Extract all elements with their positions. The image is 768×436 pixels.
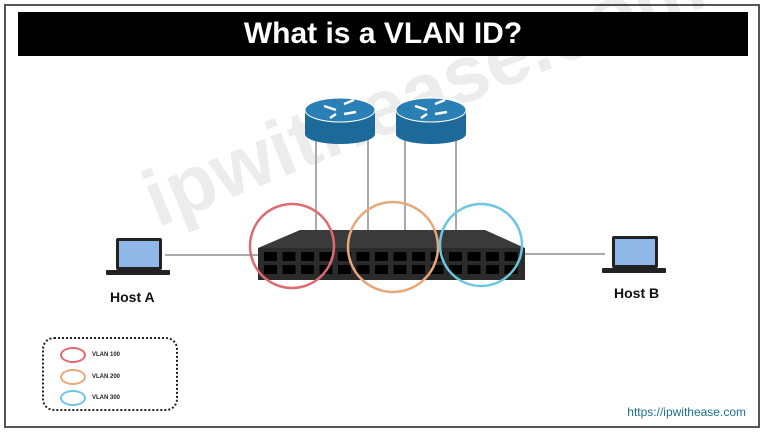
switch-port bbox=[449, 252, 462, 261]
switch-port bbox=[430, 265, 444, 274]
vlan-300-circle bbox=[438, 202, 524, 288]
laptop-host-b bbox=[602, 236, 666, 273]
vlan-200-circle bbox=[346, 200, 440, 294]
router-1 bbox=[304, 97, 376, 144]
vlan-circles bbox=[248, 200, 524, 294]
switch-port bbox=[412, 265, 425, 274]
red-ring-icon bbox=[60, 347, 86, 363]
switch-port bbox=[504, 252, 518, 261]
switch-port bbox=[486, 265, 499, 274]
switch-port bbox=[264, 252, 277, 261]
switch-port bbox=[393, 265, 407, 274]
laptop-host-a bbox=[106, 238, 170, 275]
legend-item-vlan-100: VLAN 100 bbox=[60, 347, 120, 363]
switch-port bbox=[467, 265, 481, 274]
switch-port bbox=[338, 265, 351, 274]
switch-port bbox=[486, 252, 499, 261]
legend-label: VLAN 300 bbox=[92, 395, 121, 401]
switch bbox=[258, 230, 525, 280]
switch-port bbox=[319, 252, 333, 261]
switch-port bbox=[301, 252, 314, 261]
switch-port bbox=[356, 252, 370, 261]
legend-label: VLAN 100 bbox=[92, 352, 121, 358]
blue-ring-icon bbox=[60, 390, 86, 406]
legend-label: VLAN 200 bbox=[92, 374, 121, 380]
legend: VLAN 100 VLAN 200 VLAN 300 bbox=[42, 337, 178, 411]
switch-port bbox=[338, 252, 351, 261]
switch-port bbox=[282, 252, 296, 261]
switch-port bbox=[264, 265, 277, 274]
host-b-label: Host B bbox=[614, 285, 660, 301]
switch-port bbox=[375, 252, 388, 261]
switch-port bbox=[467, 252, 481, 261]
switch-port bbox=[356, 265, 370, 274]
frame-border bbox=[4, 4, 760, 428]
host-a-label: Host A bbox=[110, 289, 155, 305]
switch-port bbox=[393, 252, 407, 261]
page-title: What is a VLAN ID? bbox=[18, 12, 748, 56]
switch-port bbox=[375, 265, 388, 274]
switch-port bbox=[412, 252, 425, 261]
orange-ring-icon bbox=[60, 369, 86, 385]
router-2 bbox=[395, 97, 467, 144]
legend-item-vlan-300: VLAN 300 bbox=[60, 390, 120, 406]
vlan-100-circle bbox=[248, 202, 336, 290]
switch-port bbox=[449, 265, 462, 274]
website-url: https://ipwithease.com bbox=[627, 405, 746, 419]
legend-item-vlan-200: VLAN 200 bbox=[60, 369, 120, 385]
links bbox=[165, 138, 605, 256]
switch-port bbox=[504, 265, 518, 274]
switch-port bbox=[282, 265, 296, 274]
switch-port bbox=[301, 265, 314, 274]
